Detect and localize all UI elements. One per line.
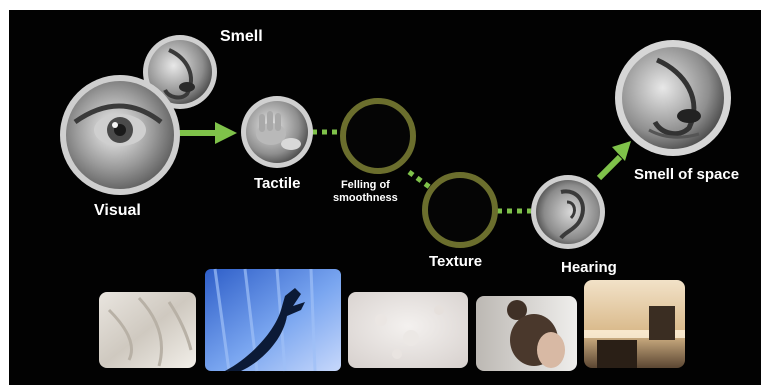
link-hearing-smell-of-space <box>599 141 631 178</box>
photo-blue-curtain <box>205 269 341 371</box>
diagram-panel: Smell Visual Tactile Felling of smoothne… <box>9 10 761 385</box>
label-hearing: Hearing <box>561 259 617 276</box>
label-smoothness-line-2: smoothness <box>333 192 398 205</box>
photo-woman <box>476 296 577 371</box>
label-visual: Visual <box>94 202 141 220</box>
link-visual-tactile <box>179 122 237 144</box>
node-tactile-circle <box>241 96 313 168</box>
label-texture: Texture <box>429 253 482 270</box>
label-smell: Smell <box>220 28 263 46</box>
node-visual-circle <box>60 75 180 195</box>
label-smoothness-line-1: Felling of <box>333 179 398 192</box>
label-tactile: Tactile <box>254 175 300 192</box>
label-smoothness: Felling of smoothness <box>333 179 398 205</box>
label-smell-of-space: Smell of space <box>634 166 739 183</box>
photo-soft-texture <box>348 292 468 368</box>
photo-fabric <box>99 292 196 368</box>
node-hearing-circle <box>531 175 605 249</box>
photo-interior <box>584 280 685 368</box>
node-texture-circle <box>425 175 495 245</box>
node-smell-of-space-circle <box>615 40 731 156</box>
node-smoothness-circle <box>343 101 413 171</box>
